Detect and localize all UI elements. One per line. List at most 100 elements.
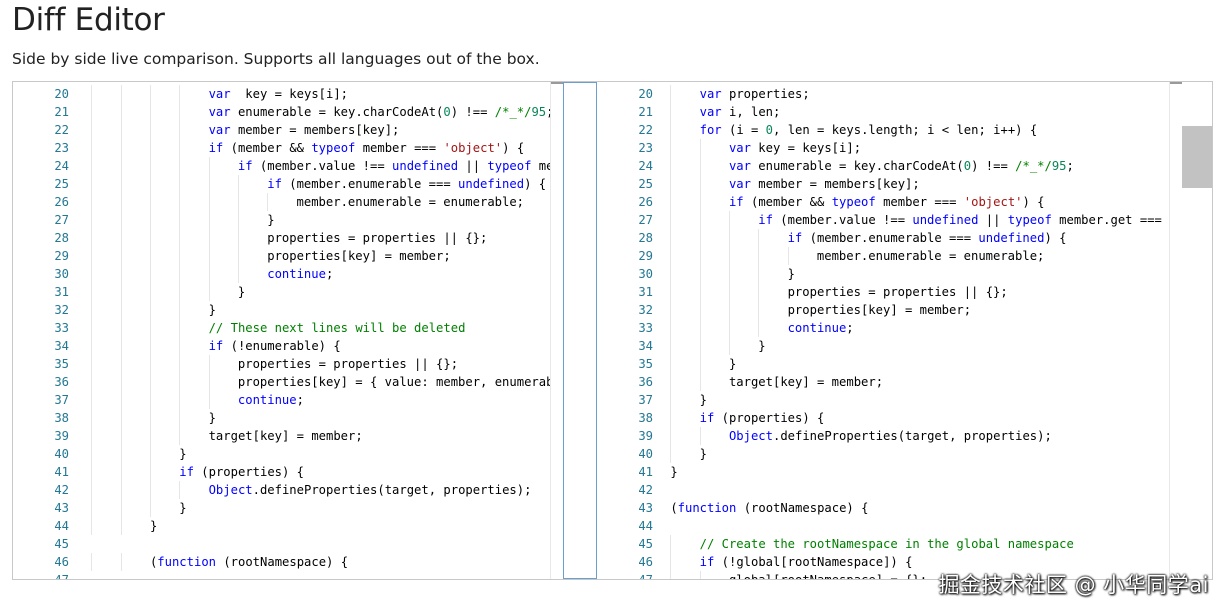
line-number: 20: [638, 87, 653, 101]
code-line[interactable]: var enumerable = key.charCodeAt(0) !== /…: [729, 157, 1074, 175]
code-line[interactable]: Object.defineProperties(target, properti…: [729, 427, 1052, 445]
indent-guide: [179, 157, 181, 175]
code-token: ;: [846, 321, 854, 335]
code-line[interactable]: }: [209, 409, 216, 427]
code-line[interactable]: if (member.value !== undefined || typeof…: [758, 211, 1169, 229]
code-line[interactable]: // Create the rootNamespace in the globa…: [700, 535, 1074, 553]
code-line[interactable]: properties = properties || {};: [788, 283, 1008, 301]
indent-guide: [728, 283, 730, 301]
diff-viewport-indicator[interactable]: [563, 82, 597, 579]
diff-overview[interactable]: [563, 82, 597, 579]
code-line[interactable]: var i, len;: [700, 103, 781, 121]
indent-guide: [91, 265, 93, 283]
scrollbar-thumb[interactable]: [1182, 126, 1212, 188]
indent-guide: [91, 355, 93, 373]
indent-guide: [208, 373, 210, 391]
line-number: 26: [54, 195, 69, 209]
code-line[interactable]: properties[key] = member;: [788, 301, 971, 319]
indent-guide: [91, 499, 93, 517]
indent-guide: [149, 157, 151, 175]
code-line[interactable]: if (properties) {: [700, 409, 825, 427]
code-line[interactable]: }: [238, 283, 245, 301]
code-line[interactable]: target[key] = member;: [209, 427, 363, 445]
code-line[interactable]: if (member.enumerable === undefined) {: [788, 229, 1067, 247]
indent-guide: [208, 355, 210, 373]
code-line[interactable]: continue;: [267, 265, 333, 283]
code-line[interactable]: if (!enumerable) {: [209, 337, 341, 355]
code-line[interactable]: continue;: [788, 319, 854, 337]
code-line[interactable]: var enumerable = key.charCodeAt(0) !== /…: [209, 103, 554, 121]
original-code[interactable]: var key = keys[i];var enumerable = key.c…: [79, 82, 562, 579]
indent-guide: [120, 301, 122, 319]
code-line[interactable]: properties[key] = { value: member, enume…: [238, 373, 562, 391]
vertical-scrollbar[interactable]: [1182, 82, 1212, 579]
code-token: ;: [546, 105, 553, 119]
code-line[interactable]: continue;: [238, 391, 304, 409]
code-line[interactable]: if (!global[rootNamespace]) {: [700, 553, 913, 571]
indent-guide: [179, 211, 181, 229]
code-line[interactable]: if (member && typeof member === 'object'…: [729, 193, 1045, 211]
code-line[interactable]: if (member && typeof member === 'object'…: [209, 139, 525, 157]
line-number: 34: [54, 339, 69, 353]
code-line[interactable]: }: [788, 265, 795, 283]
code-line[interactable]: var key = keys[i];: [729, 139, 861, 157]
code-line[interactable]: }: [150, 517, 157, 535]
code-line[interactable]: properties = properties || {};: [267, 229, 487, 247]
code-line[interactable]: // These next lines will be deleted: [209, 319, 466, 337]
indent-guide: [670, 85, 672, 103]
code-line[interactable]: member.enumerable = enumerable;: [297, 193, 524, 211]
code-line[interactable]: var key = keys[i];: [209, 85, 348, 103]
code-line[interactable]: (function (rootNamespace) {: [150, 553, 348, 571]
line-number: 29: [638, 249, 653, 263]
code-token: 0: [765, 123, 774, 137]
code-line[interactable]: var properties;: [700, 85, 810, 103]
line-number: 27: [638, 213, 653, 227]
code-line[interactable]: }: [729, 355, 736, 373]
code-line[interactable]: }: [209, 301, 216, 319]
code-token: ||: [978, 213, 1008, 227]
indent-guide: [91, 193, 93, 211]
code-line[interactable]: }: [179, 499, 186, 517]
indent-guide: [91, 409, 93, 427]
code-line[interactable]: properties[key] = member;: [267, 247, 450, 265]
indent-guide: [179, 247, 181, 265]
indent-guide: [208, 247, 210, 265]
code-line[interactable]: for (i = 0, len = keys.length; i < len; …: [700, 121, 1038, 139]
indent-guide: [179, 103, 181, 121]
code-line[interactable]: global[rootNamespace] = {};: [729, 571, 927, 579]
indent-guide: [670, 175, 672, 193]
code-line[interactable]: }: [758, 337, 765, 355]
indent-guide: [699, 247, 701, 265]
indent-guide: [149, 265, 151, 283]
code-line[interactable]: }: [179, 445, 186, 463]
indent-guide: [699, 373, 701, 391]
code-line[interactable]: if (member.value !== undefined || typeof…: [238, 157, 562, 175]
indent-guide: [670, 571, 672, 579]
code-token: typeof: [831, 195, 876, 209]
modified-code[interactable]: var properties;var i, len;for (i = 0, le…: [656, 82, 1169, 579]
code-line[interactable]: member.enumerable = enumerable;: [817, 247, 1044, 265]
code-line[interactable]: Object.defineProperties(target, properti…: [209, 481, 532, 499]
code-token: (properties) {: [193, 465, 305, 479]
code-line[interactable]: var member = members[key];: [729, 175, 920, 193]
code-line[interactable]: (function (rootNamespace) {: [670, 499, 868, 517]
indent-guide: [758, 283, 760, 301]
code-line[interactable]: var member = members[key];: [209, 121, 400, 139]
code-line[interactable]: }: [670, 463, 677, 481]
indent-guide: [670, 409, 672, 427]
code-line[interactable]: }: [267, 211, 274, 229]
code-line[interactable]: if (member.enumerable === undefined) {: [267, 175, 546, 193]
indent-guide: [208, 265, 210, 283]
code-line[interactable]: if (properties) {: [179, 463, 304, 481]
indent-guide: [670, 211, 672, 229]
indent-guide: [670, 283, 672, 301]
code-token: if: [699, 555, 715, 569]
code-line[interactable]: }: [700, 445, 707, 463]
code-line[interactable]: target[key] = member;: [729, 373, 883, 391]
code-token: enumerable = key.charCodeAt(: [750, 159, 964, 173]
code-line[interactable]: properties = properties || {};: [238, 355, 458, 373]
code-line[interactable]: }: [700, 391, 707, 409]
